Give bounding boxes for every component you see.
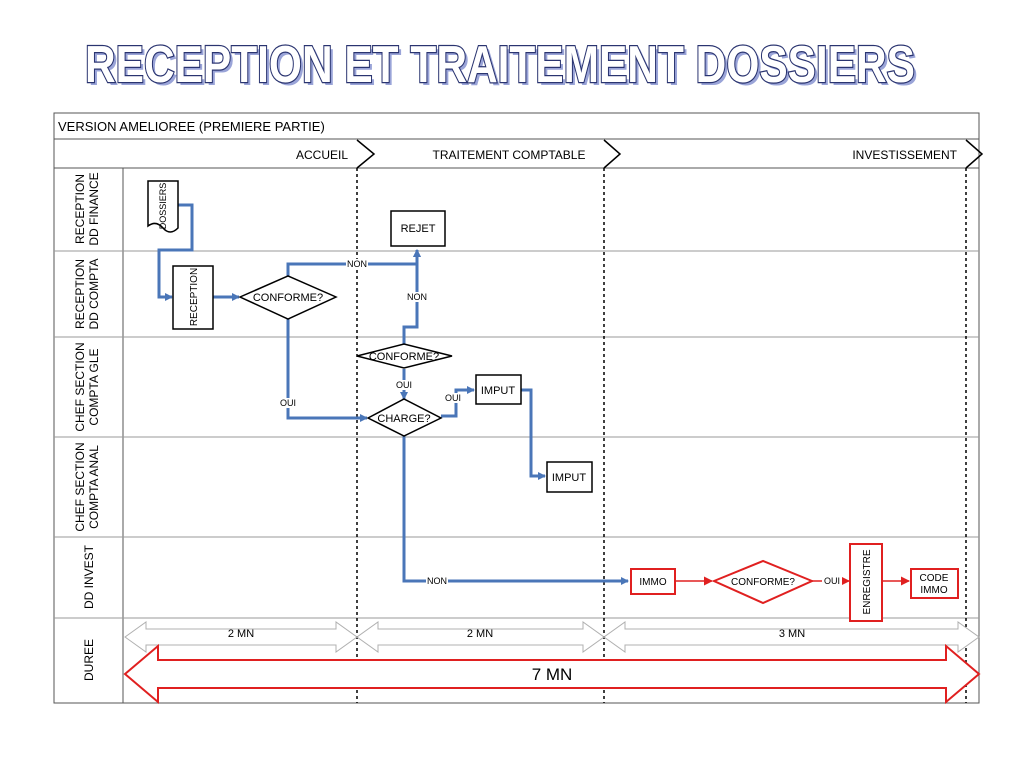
- phase-investissement: INVESTISSEMENT: [852, 148, 957, 162]
- charge-decision: CHARGE?: [366, 398, 443, 437]
- lane-label-duree: DUREE: [82, 639, 96, 681]
- duration-investissement: 3 MN: [779, 628, 805, 640]
- svg-text:DD INVEST: DD INVEST: [82, 544, 96, 609]
- svg-text:CODE: CODE: [920, 573, 949, 584]
- lane-label-reception-finance: RECEPTION DD FINANCE: [73, 172, 101, 245]
- edge-label-oui-mid: OUI: [396, 380, 412, 390]
- phase-boundaries: [356, 168, 967, 703]
- page-title: RECEPTION ET TRAITEMENT DOSSIERS RECEPTI…: [84, 35, 918, 97]
- svg-text:DD COMPTA: DD COMPTA: [87, 258, 101, 329]
- svg-text:IMPUT: IMPUT: [481, 385, 516, 397]
- edge-labels: NON NON OUI OUI OUI NON OUI: [277, 259, 842, 586]
- edge-label-oui-right: OUI: [445, 393, 461, 403]
- conforme-decision-2: CONFORME?: [356, 343, 453, 369]
- svg-text:COMPTA ANAL: COMPTA ANAL: [87, 445, 101, 529]
- conforme-decision-3: CONFORME?: [711, 559, 815, 605]
- lane-label-chef-compta-gle: CHEF SECTION COMPTA GLE: [73, 342, 101, 431]
- dossiers-document: DOSSIERS: [147, 180, 179, 233]
- svg-text:RECEPTION ET TRAITEMENT DOSSIE: RECEPTION ET TRAITEMENT DOSSIERS: [88, 39, 918, 97]
- rejet-box: REJET: [390, 210, 446, 247]
- svg-text:DUREE: DUREE: [82, 639, 96, 681]
- svg-text:COMPTA GLE: COMPTA GLE: [87, 348, 101, 425]
- edge-label-non-mid: NON: [407, 292, 427, 302]
- svg-text:IMMO: IMMO: [920, 585, 947, 596]
- duration-traitement: 2 MN: [467, 628, 493, 640]
- lane-separators: [54, 250, 979, 619]
- edge-label-non-bottom: NON: [427, 576, 447, 586]
- svg-text:CHARGE?: CHARGE?: [377, 413, 430, 425]
- svg-text:IMPUT: IMPUT: [552, 472, 587, 484]
- svg-text:RECEPTION ET TRAITEMENT DOSSIE: RECEPTION ET TRAITEMENT DOSSIERS: [85, 36, 915, 94]
- phase-traitement: TRAITEMENT COMPTABLE: [433, 148, 586, 162]
- svg-text:RECEPTION: RECEPTION: [189, 268, 200, 326]
- reception-box: RECEPTION: [172, 265, 214, 330]
- svg-text:IMMO: IMMO: [639, 577, 666, 588]
- phase-accueil: ACCUEIL: [296, 148, 348, 162]
- version-label: VERSION AMELIOREE (PREMIERE PARTIE): [58, 119, 325, 134]
- lane-label-reception-compta: RECEPTION DD COMPTA: [73, 258, 101, 329]
- phase-header: ACCUEIL TRAITEMENT COMPTABLE INVESTISSEM…: [54, 139, 984, 169]
- lane-label-dd-invest: DD INVEST: [82, 544, 96, 609]
- svg-text:CHEF SECTION: CHEF SECTION: [73, 442, 87, 531]
- duration-accueil: 2 MN: [228, 628, 254, 640]
- immo-box: IMMO: [630, 568, 676, 595]
- svg-text:RECEPTION: RECEPTION: [73, 174, 87, 244]
- imput-box-2: IMPUT: [546, 461, 593, 493]
- blue-connectors: [157, 203, 629, 585]
- code-immo-box: CODE IMMO: [910, 568, 959, 599]
- svg-text:CHEF SECTION: CHEF SECTION: [73, 342, 87, 431]
- svg-text:CONFORME?: CONFORME?: [253, 292, 323, 304]
- duration-arrows: 2 MN 2 MN 3 MN 7 MN: [123, 621, 981, 705]
- svg-text:DD FINANCE: DD FINANCE: [87, 172, 101, 245]
- svg-text:CONFORME?: CONFORME?: [369, 351, 439, 363]
- enregistre-box: ENREGISTRE: [849, 543, 883, 622]
- lane-labels: RECEPTION DD FINANCE RECEPTION DD COMPTA…: [73, 172, 101, 681]
- lane-label-chef-compta-anal: CHEF SECTION COMPTA ANAL: [73, 442, 101, 531]
- svg-text:RECEPTION: RECEPTION: [73, 259, 87, 329]
- duration-total: 7 MN: [532, 665, 573, 684]
- svg-text:ENREGISTRE: ENREGISTRE: [862, 549, 873, 614]
- edge-label-oui-left: OUI: [280, 398, 296, 408]
- edge-label-non-top: NON: [347, 259, 367, 269]
- imput-box-1: IMPUT: [475, 374, 522, 405]
- conforme-decision-1: CONFORME?: [238, 275, 338, 320]
- diagram-frame: [53, 112, 980, 704]
- svg-text:REJET: REJET: [401, 223, 436, 235]
- edge-label-oui-invest: OUI: [824, 576, 840, 586]
- svg-text:DOSSIERS: DOSSIERS: [158, 183, 168, 230]
- svg-text:CONFORME?: CONFORME?: [731, 577, 795, 588]
